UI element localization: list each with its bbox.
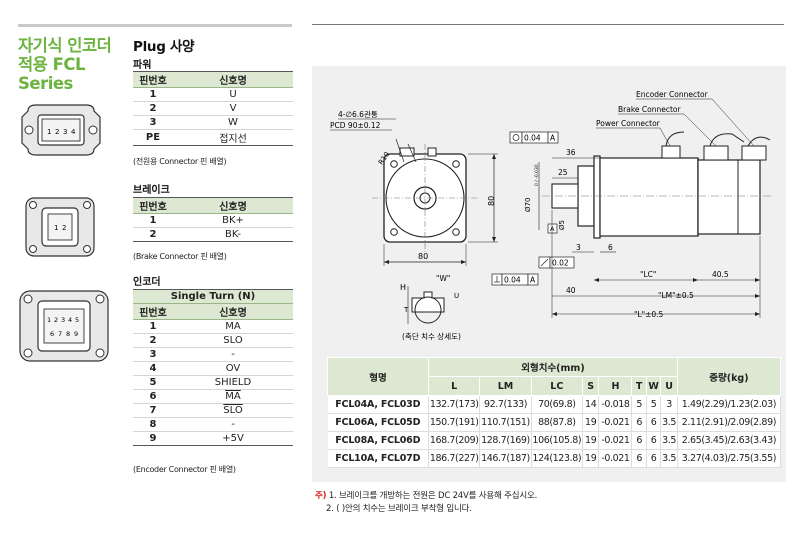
brake-header-signal: 신호명 [173, 197, 293, 214]
brake-note: (Brake Connector 핀 배열) [133, 252, 227, 261]
shaft-w-label: "W" [436, 274, 450, 283]
shaft-u-label: U [454, 292, 459, 300]
brake-connector-label: Brake Connector [618, 105, 681, 114]
dimension-table: 형명 외형치수(mm) 중량(kg) L LM LC S H T W U FCL… [326, 357, 782, 468]
flatness-value: 0.02 [552, 259, 569, 268]
side-view: Encoder Connector Brake Connector Power … [491, 90, 772, 319]
power-header-signal: 신호명 [173, 71, 293, 88]
brake-label: 브레이크 [133, 185, 170, 196]
encoder-note: (Encoder Connector 핀 배열) [133, 465, 236, 474]
encoder-pin-5: 5 [75, 316, 79, 324]
power-pin-2: 2 [55, 128, 59, 136]
lm-label: "LM"±0.5 [658, 291, 694, 300]
power-note: (전원용 Connector 핀 배열) [133, 157, 227, 166]
encoder-pin-1: 1 [47, 316, 51, 324]
shaft-detail-caption: (축단 치수 상세도) [402, 331, 461, 341]
footnote-1: 주) 1. 브레이크를 개방하는 전원은 DC 24V를 사용해 주십시오. [315, 491, 538, 501]
brake-pin-1: 1 [54, 224, 58, 232]
dim-25-label: 25 [558, 168, 568, 177]
datum-a-label: A [550, 225, 555, 233]
encoder-connector-label: Encoder Connector [636, 90, 709, 99]
encoder-group-header: Single Turn (N) [133, 289, 293, 304]
encoder-pin-3: 3 [61, 316, 65, 324]
series-title: 자기식 인코더 적용 FCL Series [18, 36, 112, 93]
runout-ref-top: A [550, 134, 556, 143]
encoder-pin-8: 8 [66, 330, 70, 338]
footnote-mark: 주) [315, 491, 327, 501]
power-pin-4: 4 [71, 128, 76, 136]
table-row: 9+5V [133, 431, 293, 446]
encoder-header-signal: 신호명 [173, 303, 293, 320]
dimensions-header: 외형치수(mm) [428, 357, 678, 377]
dim-6-label: 6 [608, 243, 613, 252]
plug-spec-title: Plug 사양 [133, 39, 195, 55]
l-label: "L"±0.5 [634, 310, 664, 319]
encoder-label: 인코더 [133, 277, 161, 288]
power-pin-3: 3 [63, 128, 67, 136]
dim-40-label: 40 [566, 286, 576, 295]
encoder-connector-illustration: 1 2 3 4 5 6 7 8 9 [19, 290, 109, 362]
encoder-pin-4: 4 [68, 316, 72, 324]
weight-header: 중량(kg) [676, 357, 782, 396]
power-connector-label: Power Connector [596, 119, 661, 128]
top-divider-left [18, 24, 292, 27]
table-row: 8- [133, 417, 293, 432]
pilot-tolerance-label: 0 / -0.030 [534, 164, 540, 186]
pilot-diameter-label: Ø70 [524, 198, 532, 212]
footnote-2: 2. ( )안의 치수는 브레이크 부착형 입니다. [326, 504, 472, 514]
front-height-label: 80 [487, 196, 496, 206]
power-label: 파워 [133, 60, 152, 71]
power-header-pin: 핀번호 [133, 71, 173, 88]
model-header: 형명 [326, 357, 430, 396]
hole-note: 4-∅6.6관통 [338, 109, 378, 119]
shaft-end-detail: "W" H U T (축단 치수 상세도) [400, 274, 461, 341]
runout-value-top: 0.04 [524, 134, 541, 143]
runout-ref-bottom: A [530, 276, 536, 285]
brake-pin-2: 2 [62, 224, 66, 232]
dim-40-5-label: 40.5 [712, 270, 729, 279]
power-connector-illustration: 1 2 3 4 [21, 104, 101, 156]
encoder-pin-7: 7 [58, 330, 62, 338]
front-view: 80 80 4-∅6.6관통 PCD 90±0.12 R10 [330, 109, 498, 266]
shaft-t-label: T [403, 306, 409, 314]
brake-connector-illustration: 1 2 [25, 197, 95, 257]
dim-36-label: 36 [566, 148, 576, 157]
shaft-diameter-label: Ø5 [558, 220, 566, 230]
front-width-label: 80 [418, 252, 428, 261]
power-pin-1: 1 [47, 128, 51, 136]
runout-value-bottom: 0.04 [504, 276, 521, 285]
shaft-h-label: H [400, 283, 406, 292]
encoder-pin-2: 2 [54, 316, 58, 324]
encoder-pin-9: 9 [74, 330, 78, 338]
top-divider-right [312, 24, 784, 25]
brake-header-pin: 핀번호 [133, 197, 173, 214]
motor-dimension-drawing: 80 80 4-∅6.6관통 PCD 90±0.12 R10 Encoder C… [330, 90, 772, 341]
encoder-pin-6: 6 [50, 330, 54, 338]
encoder-header-pin: 핀번호 [133, 303, 173, 320]
dim-3-label: 3 [576, 243, 581, 252]
table-row: 3- [133, 347, 293, 362]
pcd-note: PCD 90±0.12 [330, 121, 381, 130]
lc-label: "LC" [640, 270, 656, 279]
